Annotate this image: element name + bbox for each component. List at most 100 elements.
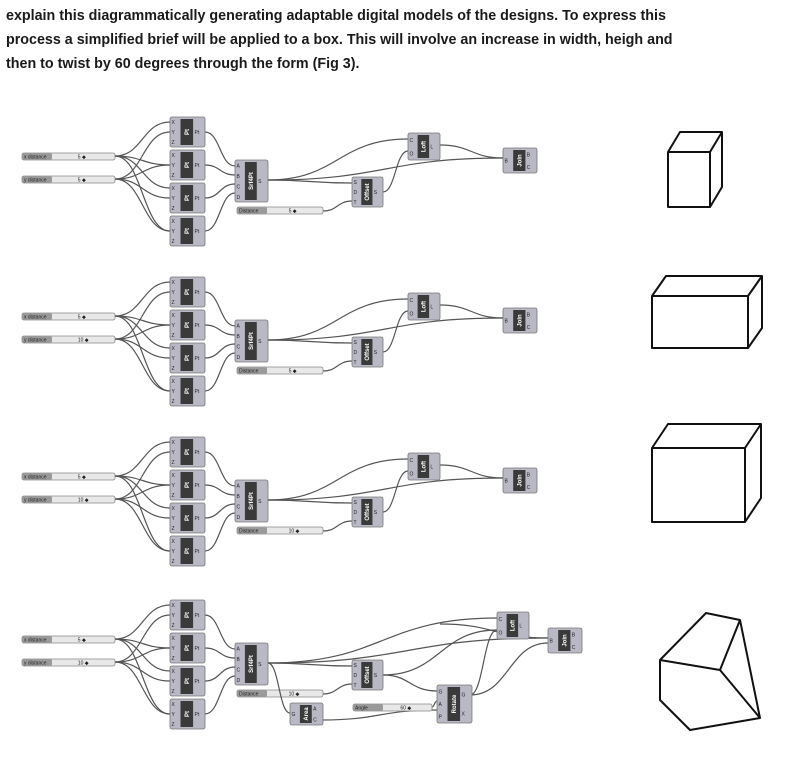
svg-text:A: A [237,323,241,329]
wire [114,338,171,359]
svg-text:Z: Z [172,722,175,728]
svg-text:G: G [439,689,443,695]
svg-text:Z: Z [172,333,175,339]
component-label: Loft [421,461,427,472]
svg-text:X: X [172,440,176,446]
svg-text:D: D [237,515,241,521]
svg-text:X: X [462,712,466,718]
wire [114,131,171,180]
wire [322,200,353,212]
paragraph-line: explain this diagrammatically generating… [6,8,666,24]
slider-value: 5 ◆ [78,177,86,183]
svg-text:Z: Z [172,460,175,466]
slider-label: Angle [355,705,368,711]
wire [267,317,504,341]
wire [267,662,291,714]
svg-text:B: B [572,632,576,638]
wire [114,475,171,509]
svg-text:O: O [499,630,503,636]
component-label: Pt [185,515,191,521]
svg-text:Pt: Pt [195,389,200,395]
slider-label: Distance [239,368,259,374]
component-label: Rotate [452,694,458,713]
svg-text:S: S [258,339,262,345]
svg-text:Z: Z [172,300,175,306]
svg-text:Pt: Pt [195,130,200,136]
svg-text:Pt: Pt [195,483,200,489]
box-drawing [651,275,763,349]
slider-label: Distance [239,528,259,534]
box-drawing [651,423,762,523]
svg-text:S: S [354,180,358,186]
svg-text:S: S [354,663,358,669]
component-label: Pt [185,162,191,168]
wire [114,315,171,392]
svg-text:X: X [172,346,176,352]
svg-text:S: S [374,350,378,356]
svg-text:G: G [292,712,296,718]
svg-text:A: A [237,163,241,169]
svg-text:C: C [527,485,531,491]
svg-text:Pt: Pt [195,679,200,685]
svg-text:Pt: Pt [195,516,200,522]
box-drawing [667,131,723,208]
slider-label: x distance [24,314,47,320]
component-label: Pt [185,482,191,488]
svg-text:Y: Y [172,290,176,296]
svg-text:C: C [410,458,414,464]
component-label: Offset [365,343,371,360]
body-paragraph: explain this diagrammatically generating… [6,4,796,76]
svg-text:Y: Y [172,130,176,136]
component-label: Srf4Pt [249,172,255,190]
wire [204,183,236,199]
